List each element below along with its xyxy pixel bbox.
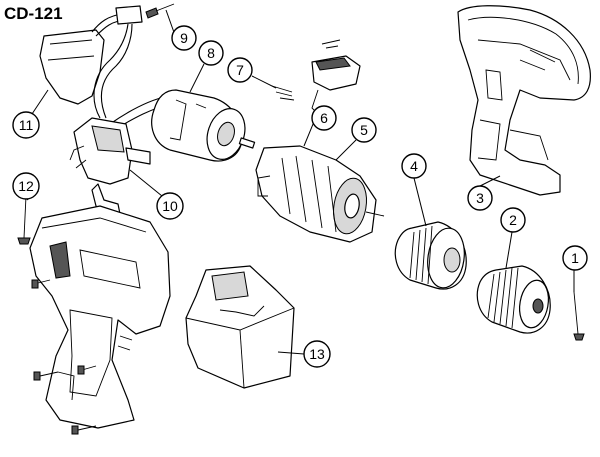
svg-text:7: 7 (236, 62, 244, 78)
svg-text:9: 9 (180, 30, 188, 46)
battery-pack (185, 265, 295, 389)
callout-4: 4 (401, 153, 427, 179)
callout-5: 5 (351, 117, 377, 143)
left-housing-half (29, 205, 171, 429)
top-cover (39, 29, 105, 105)
callout-1: 1 (562, 245, 588, 271)
callout-3: 3 (467, 185, 493, 211)
motor (151, 89, 256, 162)
svg-text:3: 3 (476, 190, 484, 206)
svg-text:2: 2 (509, 212, 517, 228)
trigger-switch (69, 117, 151, 215)
callout-11: 11 (12, 111, 40, 139)
svg-text:5: 5 (360, 122, 368, 138)
svg-text:6: 6 (320, 110, 328, 126)
callout-6: 6 (311, 105, 337, 131)
svg-text:4: 4 (410, 158, 418, 174)
screw-top (145, 3, 175, 19)
housing-screws (17, 195, 97, 435)
svg-text:1: 1 (571, 250, 579, 266)
direction-slide (311, 39, 361, 115)
callout-9: 9 (171, 25, 197, 51)
right-housing-half (457, 5, 591, 196)
callout-8: 8 (198, 40, 224, 66)
svg-text:10: 10 (162, 198, 178, 214)
callout-13: 13 (303, 340, 331, 368)
diagram-title: CD-121 (4, 4, 63, 23)
gearbox (255, 145, 385, 243)
chuck-screw (573, 291, 585, 341)
svg-text:12: 12 (18, 178, 34, 194)
svg-text:13: 13 (309, 346, 325, 362)
leader-lines (25, 9, 575, 355)
clutch-ring (394, 221, 467, 290)
chuck (476, 265, 551, 334)
callout-7: 7 (227, 57, 253, 83)
callout-2: 2 (500, 207, 526, 233)
callout-12: 12 (12, 172, 40, 200)
spring-clip (271, 85, 295, 101)
callout-10: 10 (156, 192, 184, 220)
svg-text:11: 11 (19, 117, 34, 133)
svg-text:8: 8 (207, 45, 215, 61)
